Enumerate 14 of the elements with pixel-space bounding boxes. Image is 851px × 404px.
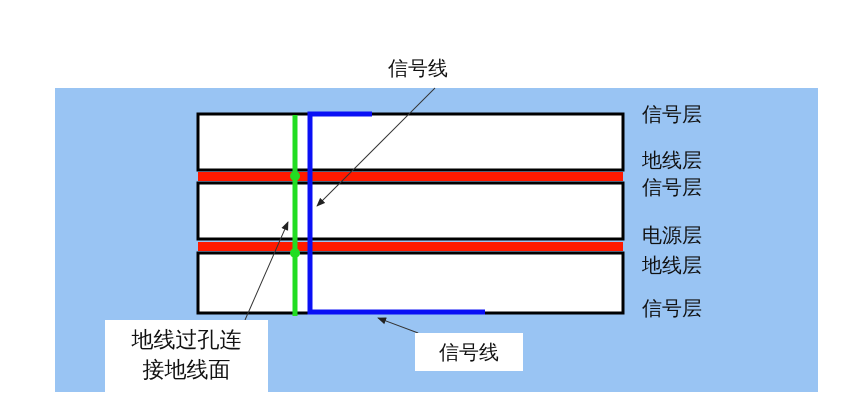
layer-label: 地线层	[642, 147, 702, 173]
signal-trace	[308, 112, 485, 314]
layer-label: 信号层	[642, 101, 702, 127]
layer-label: 信号层	[642, 295, 702, 321]
callout-box: 信号线	[415, 333, 523, 371]
leader-arrow	[377, 317, 419, 334]
ground-via	[290, 115, 300, 316]
leader-arrow	[316, 88, 436, 207]
callout-text: 信号线	[388, 55, 480, 87]
layer-label: 信号层	[642, 174, 702, 200]
layer-label: 地线层	[642, 252, 702, 278]
layer-label: 电源层	[642, 222, 702, 248]
callout-box: 地线过孔连接地线面	[105, 320, 268, 392]
leader-arrow	[244, 221, 288, 320]
